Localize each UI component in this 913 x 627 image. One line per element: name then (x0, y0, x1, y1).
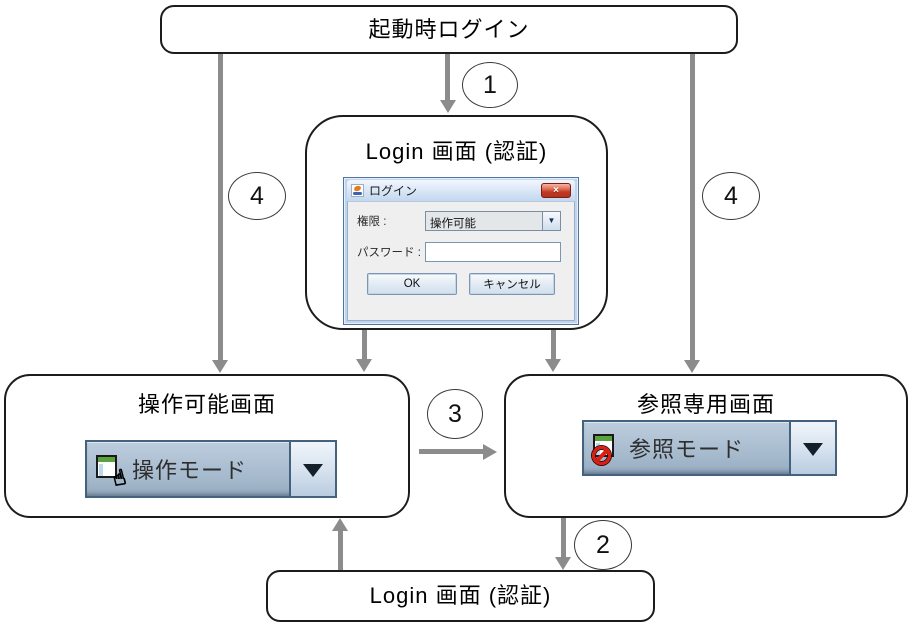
prohibited-window-icon (592, 434, 620, 465)
arrow-startup-to-login-head (440, 100, 456, 113)
arrow-startup-to-operable-shaft (218, 54, 223, 361)
step-badge-4-left-label: 4 (250, 181, 264, 210)
arrow-startup-to-reference-shaft (690, 54, 695, 361)
step-badge-2: 2 (574, 520, 632, 570)
chevron-down-icon: ▼ (547, 216, 556, 225)
arrow-login-to-reference-head (545, 359, 561, 372)
arrow-operable-to-reference-shaft (419, 449, 484, 454)
step-badge-1: 1 (462, 62, 518, 108)
operation-mode-label: 操作モード (132, 458, 248, 483)
permission-combobox-value: 操作可能 (430, 218, 476, 230)
node-startup-login: 起動時ログイン (160, 5, 738, 54)
login-dialog-titlebar[interactable]: ログイン × (347, 180, 575, 201)
reference-mode-dropdown[interactable]: 参照モード (582, 420, 837, 476)
close-icon[interactable]: × (541, 183, 571, 198)
step-badge-4-right: 4 (702, 172, 760, 220)
step-badge-2-label: 2 (596, 530, 610, 559)
permission-combobox-arrow-button[interactable]: ▼ (542, 212, 560, 230)
node-login-screen-top-title: Login 画面 (認証) (365, 139, 548, 164)
login-dialog-window: ログイン × 権限 : 操作可能 ▼ パスワード : (343, 177, 579, 325)
arrow-startup-to-reference-head (684, 360, 700, 373)
arrow-operable-to-reference-head (483, 444, 497, 460)
step-badge-4-right-label: 4 (724, 181, 738, 210)
arrow-loginbottom-to-operable-shaft (338, 530, 343, 570)
step-badge-1-label: 1 (483, 70, 497, 99)
arrow-login-to-operable-shaft (362, 330, 367, 360)
arrow-login-to-operable-head (356, 359, 372, 372)
arrow-startup-to-operable-head (212, 360, 228, 373)
operation-mode-arrow-button[interactable] (289, 442, 335, 496)
step-badge-3-label: 3 (448, 399, 462, 428)
step-badge-4-left: 4 (228, 172, 286, 220)
hand-pointer-window-icon: ☝ (95, 455, 129, 492)
password-field[interactable] (425, 242, 561, 262)
node-operable-screen: 操作可能画面 ☝ 操作モード (4, 374, 410, 518)
permission-combobox[interactable]: 操作可能 ▼ (425, 211, 561, 231)
step-badge-3: 3 (427, 389, 483, 439)
node-login-screen-bottom-title: Login 画面 (認証) (369, 583, 552, 608)
prohibition-icon (592, 446, 611, 465)
arrow-reference-to-loginbottom-shaft (561, 518, 566, 558)
node-reference-only-screen: 参照専用画面 参照モード (504, 374, 908, 518)
hand-pointer-icon: ☝ (110, 465, 129, 492)
arrow-startup-to-login-shaft (445, 54, 450, 101)
node-startup-login-title: 起動時ログイン (368, 17, 530, 42)
java-app-icon (351, 184, 364, 197)
arrow-loginbottom-to-operable-head (332, 518, 348, 531)
chevron-down-icon (803, 442, 823, 456)
password-label: パスワード : (357, 247, 421, 259)
ok-button[interactable]: OK (367, 273, 457, 295)
operation-mode-dropdown[interactable]: ☝ 操作モード (85, 440, 337, 498)
login-dialog-body: 権限 : 操作可能 ▼ パスワード : OK キャンセル (347, 201, 575, 321)
reference-mode-label: 参照モード (629, 437, 745, 462)
operation-mode-dropdown-main: ☝ 操作モード (87, 442, 289, 496)
node-login-screen-bottom: Login 画面 (認証) (266, 570, 655, 622)
reference-mode-dropdown-main: 参照モード (584, 422, 789, 474)
permission-label: 権限 : (357, 216, 387, 228)
arrow-reference-to-loginbottom-head (555, 557, 571, 570)
cancel-button[interactable]: キャンセル (469, 273, 555, 295)
node-reference-only-screen-title: 参照専用画面 (636, 392, 775, 417)
node-login-screen-top: Login 画面 (認証) ログイン × 権限 : 操作可能 ▼ (305, 115, 608, 330)
arrow-login-to-reference-shaft (551, 330, 556, 360)
login-dialog-title: ログイン (369, 184, 418, 198)
chevron-down-icon (303, 463, 323, 477)
reference-mode-arrow-button[interactable] (789, 422, 835, 474)
node-operable-screen-title: 操作可能画面 (137, 392, 276, 417)
